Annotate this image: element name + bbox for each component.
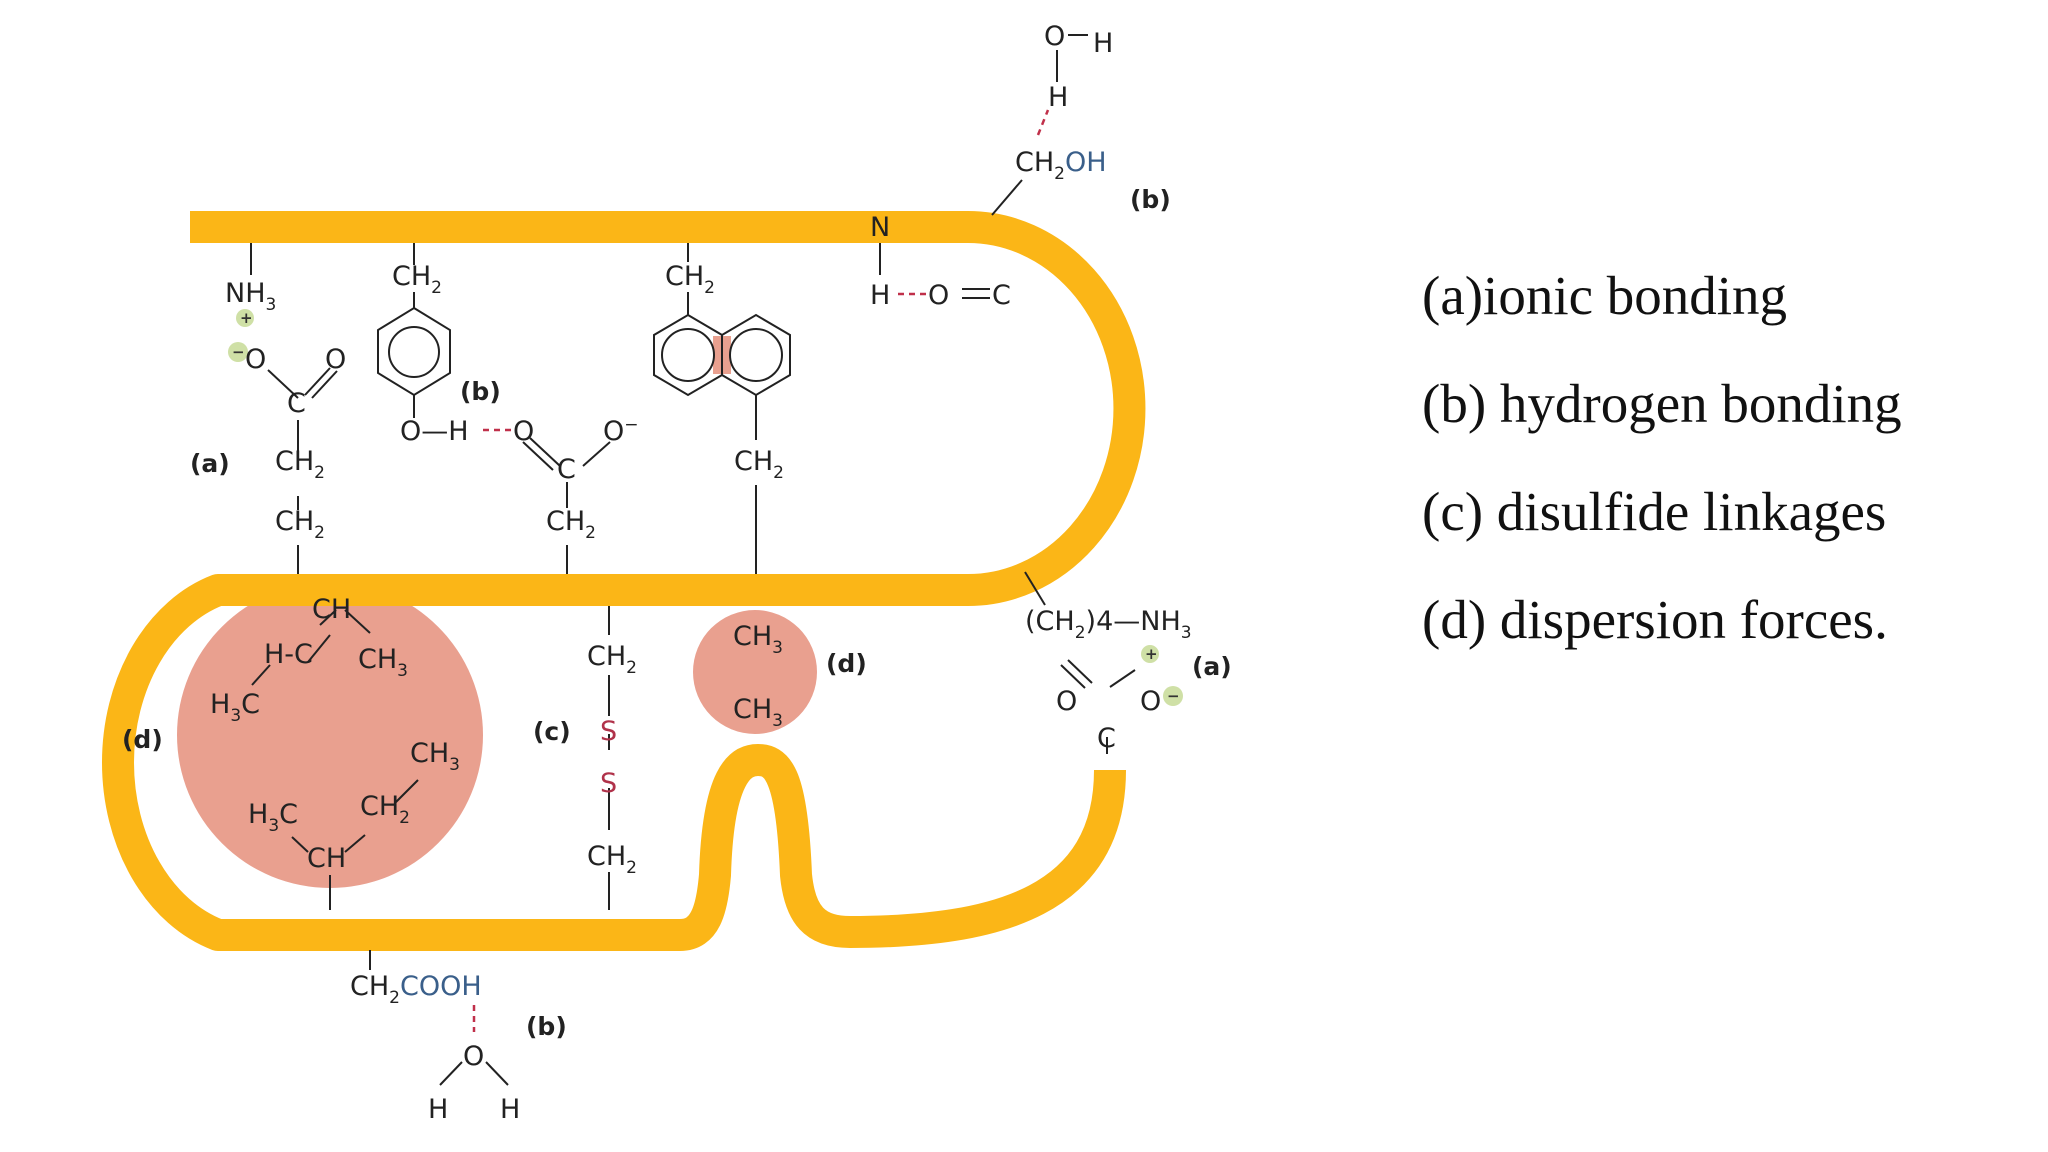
atom-o: O bbox=[463, 1041, 484, 1072]
label-b-middle: (b) bbox=[460, 377, 501, 406]
ch-group: CH bbox=[307, 843, 346, 874]
atom-o: O bbox=[1056, 686, 1077, 717]
label-c: (c) bbox=[533, 717, 571, 746]
hydrophobic-cluster-large bbox=[177, 582, 483, 888]
label-d-left: (d) bbox=[122, 725, 163, 754]
h3c-group: H3C bbox=[210, 689, 260, 726]
ch2-group: CH2 bbox=[665, 261, 715, 298]
atom-h: H bbox=[428, 1094, 448, 1125]
ch2-group: CH2 bbox=[275, 506, 325, 543]
atom-h: H bbox=[870, 280, 890, 311]
side-chain-bonds bbox=[250, 34, 1136, 1086]
plus-charge: + bbox=[240, 309, 253, 327]
amine-group: NH3 bbox=[225, 278, 276, 315]
ch3-group: CH3 bbox=[733, 694, 783, 731]
charge-badge bbox=[228, 342, 248, 362]
legend-ionic-bonding: (a)ionic bonding bbox=[1422, 265, 1788, 326]
atom-c: C bbox=[1097, 723, 1116, 754]
label-d-right: (d) bbox=[826, 649, 867, 678]
atom-c: C bbox=[992, 280, 1011, 311]
ch2-group: CH2 bbox=[360, 791, 410, 828]
ch2-group: CH2 bbox=[392, 261, 442, 298]
legend-hydrogen-bonding: (b) hydrogen bonding bbox=[1422, 373, 1902, 434]
polypeptide-backbone bbox=[101, 211, 1146, 951]
minus-charge: − bbox=[1167, 687, 1180, 705]
bond-type-legend: (a)ionic bonding (b) hydrogen bonding (c… bbox=[1422, 262, 1902, 694]
hydrophobic-cluster-small bbox=[693, 610, 817, 734]
charge-badge bbox=[1163, 686, 1183, 706]
ch2-group: CH2 bbox=[734, 446, 784, 483]
charge-badge bbox=[236, 309, 254, 327]
atom-o: O bbox=[1140, 686, 1161, 717]
ch-group: CH bbox=[312, 594, 351, 625]
atom-c: C bbox=[557, 454, 576, 485]
ch2-group: CH2 bbox=[587, 641, 637, 678]
ch2-group: CH2 bbox=[546, 506, 596, 543]
legend-dispersion-forces: (d) dispersion forces. bbox=[1422, 589, 1888, 650]
atom-o: O bbox=[325, 344, 346, 375]
lysine-chain: (CH2)4—NH3 bbox=[1025, 606, 1192, 643]
carboxylate-o: O− bbox=[603, 415, 639, 447]
atom-o: O bbox=[513, 416, 534, 447]
serine-group: CH2OH bbox=[1015, 147, 1107, 184]
hydroxyl-group: O—H bbox=[400, 416, 469, 447]
label-b-top: (b) bbox=[1130, 185, 1171, 214]
ch2-group: CH2 bbox=[275, 446, 325, 483]
atom-o: O bbox=[928, 280, 949, 311]
atom-h: H bbox=[1048, 82, 1068, 113]
legend-disulfide-linkages: (c) disulfide linkages bbox=[1422, 481, 1887, 542]
backbone-n-terminus bbox=[190, 211, 206, 243]
atom-h: H bbox=[500, 1094, 520, 1125]
ch3-group: CH3 bbox=[733, 621, 783, 658]
ch3-group: CH3 bbox=[358, 644, 408, 681]
h3c-group: H3C bbox=[248, 799, 298, 836]
label-a-left: (a) bbox=[190, 449, 230, 478]
label-a-right: (a) bbox=[1192, 652, 1232, 681]
ch2-group: CH2 bbox=[587, 841, 637, 878]
atom-c: C bbox=[287, 388, 306, 419]
ch3-group: CH3 bbox=[410, 738, 460, 775]
atom-h: H bbox=[1093, 28, 1113, 59]
sulfur-atom: S bbox=[600, 768, 617, 799]
label-b-bottom: (b) bbox=[526, 1012, 567, 1041]
amide-nitrogen: N bbox=[870, 212, 890, 243]
atom-o: O bbox=[1044, 21, 1065, 52]
atom-o: O bbox=[245, 344, 266, 375]
minus-charge: − bbox=[232, 343, 245, 361]
charge-badge bbox=[1141, 645, 1159, 663]
ch-group: H-C bbox=[264, 639, 313, 670]
ch2cooh-group: CH2COOH bbox=[350, 971, 482, 1008]
sulfur-atom: S bbox=[600, 716, 617, 747]
plus-charge: + bbox=[1145, 645, 1158, 663]
